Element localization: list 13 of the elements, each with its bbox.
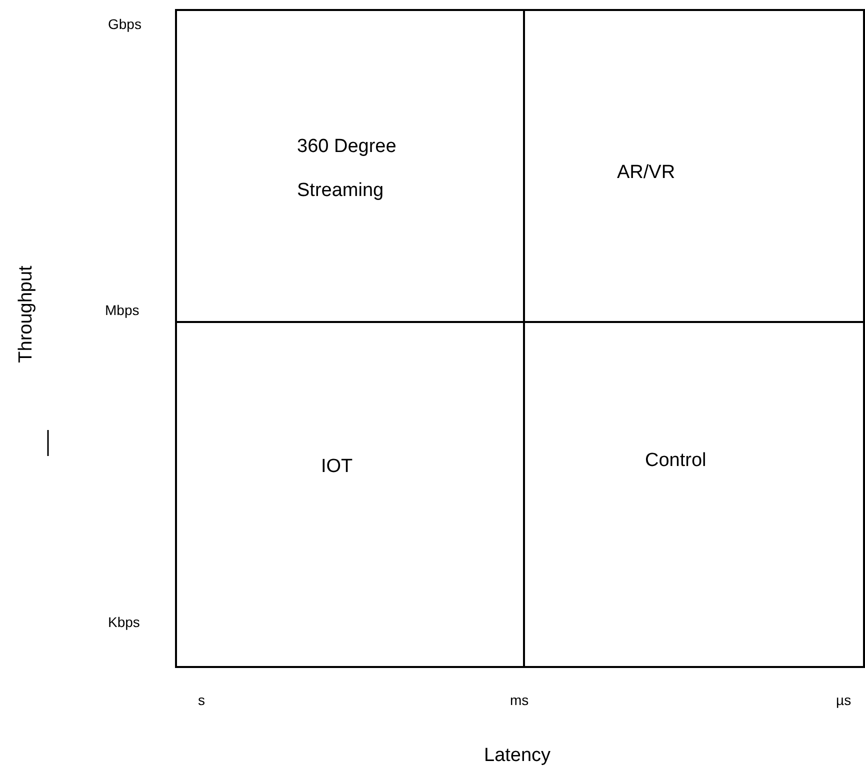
axis-tick-label: Kbps bbox=[108, 613, 140, 632]
axis-tick-label: s bbox=[198, 691, 205, 710]
axis-tick-label: Gbps bbox=[108, 15, 142, 34]
quadrant-label: 360 Degree Streaming bbox=[297, 135, 398, 203]
axis-tick-label: Mbps bbox=[105, 301, 140, 320]
axis-tick-label: ms bbox=[510, 691, 529, 710]
axis-title: Latency bbox=[484, 744, 551, 768]
quadrant-label: IOT bbox=[321, 455, 354, 479]
axis-tick-label: µs bbox=[836, 691, 852, 710]
quadrant-label: AR/VR bbox=[617, 161, 676, 185]
quadrant-label: Control bbox=[645, 449, 708, 473]
axis-title: Throughput bbox=[14, 266, 38, 363]
quadrant bbox=[177, 11, 525, 323]
